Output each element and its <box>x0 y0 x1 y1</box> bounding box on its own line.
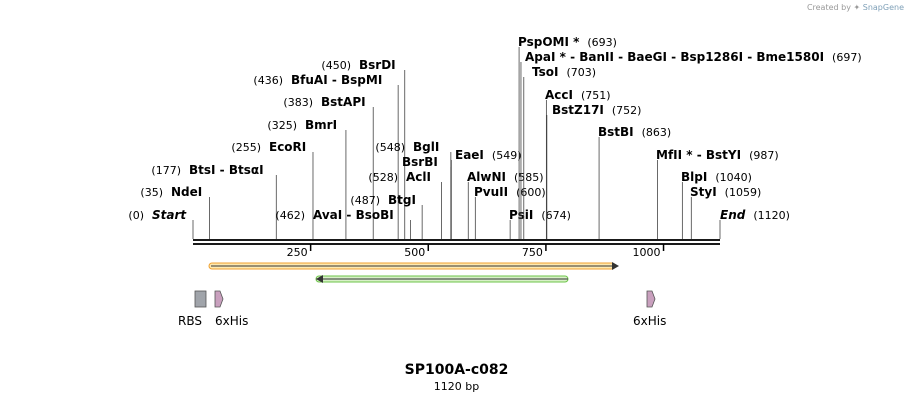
credit-brand: SnapGene <box>862 3 904 12</box>
enzyme-site-label: PspOMI * <box>518 35 580 49</box>
site-position-label: (255) <box>231 141 261 154</box>
orf-orange-arrowhead <box>612 262 619 270</box>
his-tag-left <box>214 290 224 308</box>
sequence-length: 1120 bp <box>433 380 480 393</box>
site-position-label: (549) <box>492 149 522 162</box>
enzyme-site-label: NdeI <box>171 185 202 199</box>
sequence-name: SP100A-c082 <box>404 362 509 378</box>
site-position-label: (600) <box>516 186 546 199</box>
enzyme-site-label: ApaI * - BanII - BaeGI - Bsp1286I - Bme1… <box>525 50 824 64</box>
snapgene-credit: Created by ✦ SnapGene <box>807 3 904 12</box>
feature-label-rbs: RBS <box>178 314 202 328</box>
site-position-label: (674) <box>541 209 571 222</box>
feature-label-6xhis-left: 6xHis <box>215 314 249 328</box>
site-position-label: (325) <box>267 119 297 132</box>
enzyme-site-label: TsoI <box>532 65 558 79</box>
site-position-label: (1040) <box>715 171 752 184</box>
site-position-label: (35) <box>140 186 163 199</box>
site-position-label: (585) <box>514 171 544 184</box>
orf-green-arrowhead <box>316 275 323 283</box>
site-position-label: (751) <box>581 89 611 102</box>
rbs-feature <box>194 290 207 308</box>
site-position-label: (487) <box>350 194 380 207</box>
ruler-tick-label: 500 <box>404 246 425 259</box>
enzyme-site-label: AlwNI <box>467 170 506 184</box>
site-position-label: (548) <box>375 141 405 154</box>
enzyme-site-label: AclI <box>406 170 431 184</box>
enzyme-site-label: BtsI - BtsαI <box>189 163 264 177</box>
enzyme-site-label: AvaI - BsoBI <box>313 208 394 222</box>
enzyme-site-label: BmrI <box>305 118 337 132</box>
ruler-tick-label: 250 <box>287 246 308 259</box>
enzyme-site-label: BsrDI <box>359 58 396 72</box>
enzyme-site-label: BsrBI <box>402 155 438 169</box>
site-position-label: (697) <box>832 51 862 64</box>
site-position-label: (703) <box>566 66 596 79</box>
site-position-label: (1120) <box>753 209 790 222</box>
site-position-label: (450) <box>321 59 351 72</box>
enzyme-site-label: BtgI <box>388 193 416 207</box>
site-position-label: (1059) <box>725 186 762 199</box>
site-position-label: (383) <box>283 96 313 109</box>
site-position-label: (863) <box>642 126 672 139</box>
site-position-label: (462) <box>275 209 305 222</box>
his-tag-right <box>646 290 656 308</box>
enzyme-site-label: BstBI <box>598 125 634 139</box>
site-position-label: (177) <box>151 164 181 177</box>
site-position-label: (693) <box>587 36 617 49</box>
enzyme-site-label: BfuAI - BspMI <box>291 73 382 87</box>
ruler-tick-label: 1000 <box>633 246 661 259</box>
enzyme-site-label: BlpI <box>681 170 707 184</box>
ruler-tick-label: 750 <box>522 246 543 259</box>
enzyme-site-label: Start <box>152 208 187 222</box>
site-position-label: (752) <box>612 104 642 117</box>
enzyme-site-label: StyI <box>690 185 717 199</box>
site-position-label: (987) <box>749 149 779 162</box>
site-position-label: (528) <box>368 171 398 184</box>
site-position-label: (0) <box>128 209 144 222</box>
credit-prefix: Created by <box>806 3 851 12</box>
site-position-label: (436) <box>253 74 283 87</box>
enzyme-site-label: AccI <box>545 88 573 102</box>
enzyme-site-label: End <box>720 208 746 222</box>
enzyme-site-label: MfII * - BstYI <box>656 148 741 162</box>
enzyme-site-label: BstAPI <box>321 95 366 109</box>
enzyme-site-label: BstZ17I <box>552 103 604 117</box>
feature-label-6xhis-right: 6xHis <box>633 314 667 328</box>
enzyme-site-label: EaeI <box>455 148 484 162</box>
enzyme-site-label: PvuII <box>474 185 508 199</box>
enzyme-site-label: BglI <box>413 140 439 154</box>
backbone-top-line <box>193 239 720 241</box>
snapgene-logo-icon: ✦ <box>853 3 861 12</box>
enzyme-site-label: EcoRI <box>269 140 306 154</box>
backbone-bottom-line <box>193 243 720 245</box>
